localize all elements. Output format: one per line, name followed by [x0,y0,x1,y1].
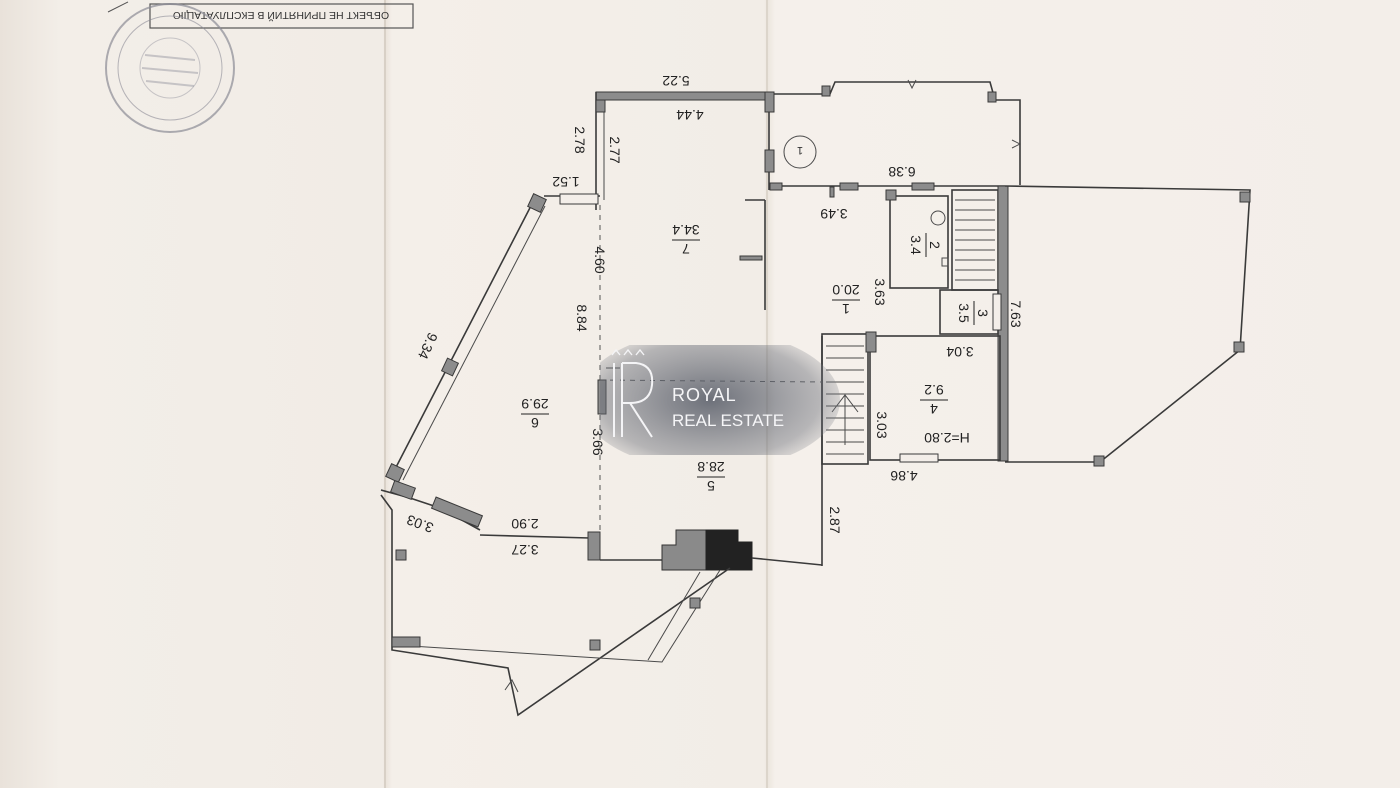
room-1-area: 20.0 [832,282,859,298]
stamp-text: ОБЪЕКТ НЕ ПРИНЯТИЙ В ЕКСПЛУАТАЦІЮ [173,9,390,22]
room-number-small: 1 [797,144,803,156]
room-1-walls [764,182,1005,310]
stamp-box: ОБЪЕКТ НЕ ПРИНЯТИЙ В ЕКСПЛУАТАЦІЮ [149,3,414,29]
dim-left-upper-outer: 2.78 [572,126,588,153]
pen-mark [107,1,129,13]
dim-bottom-outer: 3.27 [511,542,538,558]
dim-right-top: 6.38 [888,164,915,180]
room-4-number: 4 [930,401,938,417]
room-1-number: 1 [842,301,850,317]
room-5-area: 28.8 [697,459,724,475]
chimney-block [661,529,823,571]
bay-window: 1 [774,79,1022,185]
dim-left-mid: 4.60 [592,246,608,273]
dim-stair-depth: 7.63 [1008,300,1024,327]
watermark-brand-line2: REAL ESTATE [672,411,784,430]
room-7-walls [595,91,775,540]
dim-diag-long: 9.34 [415,330,441,362]
dim-top-wall-outer: 5.22 [662,73,689,89]
dim-diag-short: 1.52 [552,174,579,190]
dim-corner-left: 3.03 [404,512,435,536]
round-seal [105,3,235,133]
dim-room1-width: 3.49 [820,206,847,222]
dim-room1-depth: 3.63 [872,278,888,305]
room-3-number: 3 [975,309,991,317]
room-5-number: 5 [707,478,715,494]
room-2-walls [885,189,949,289]
room-7-number: 7 [682,241,690,257]
room-2-area: 3.4 [908,235,924,255]
dim-left-upper-inner: 2.77 [607,136,623,163]
dim-left-total: 8.84 [574,304,590,331]
room-3-area: 3.5 [956,303,972,323]
room-7-area: 34.4 [672,222,699,238]
room-3-walls [939,289,1002,335]
royal-real-estate-watermark: ROYAL REAL ESTATE [580,330,840,470]
dim-bottom-inner: 2.90 [511,516,538,532]
watermark-graphic: ROYAL REAL ESTATE [580,330,840,470]
dim-top-wall-inner: 4.44 [676,107,703,123]
dim-room4-depth: 3.03 [874,411,890,438]
watermark-brand-line1: ROYAL [672,385,737,405]
ceiling-height-label: H=2.80 [924,430,970,446]
lower-terrace [380,494,731,717]
room-6-area: 29.9 [521,396,548,412]
left-angled-wall [380,193,665,561]
room-6-number: 6 [531,415,539,431]
right-terrace [1004,185,1251,467]
staircase-upper [951,185,1009,462]
room-4-area: 9.2 [924,382,944,398]
room-2-number: 2 [927,241,943,249]
dim-right-lower: 2.87 [827,506,843,533]
dim-room4-width: 3.04 [946,344,973,360]
dim-room4-bottom: 4.86 [890,468,917,484]
royal-r-logo-icon [611,348,654,438]
room-4-walls [865,331,1001,463]
